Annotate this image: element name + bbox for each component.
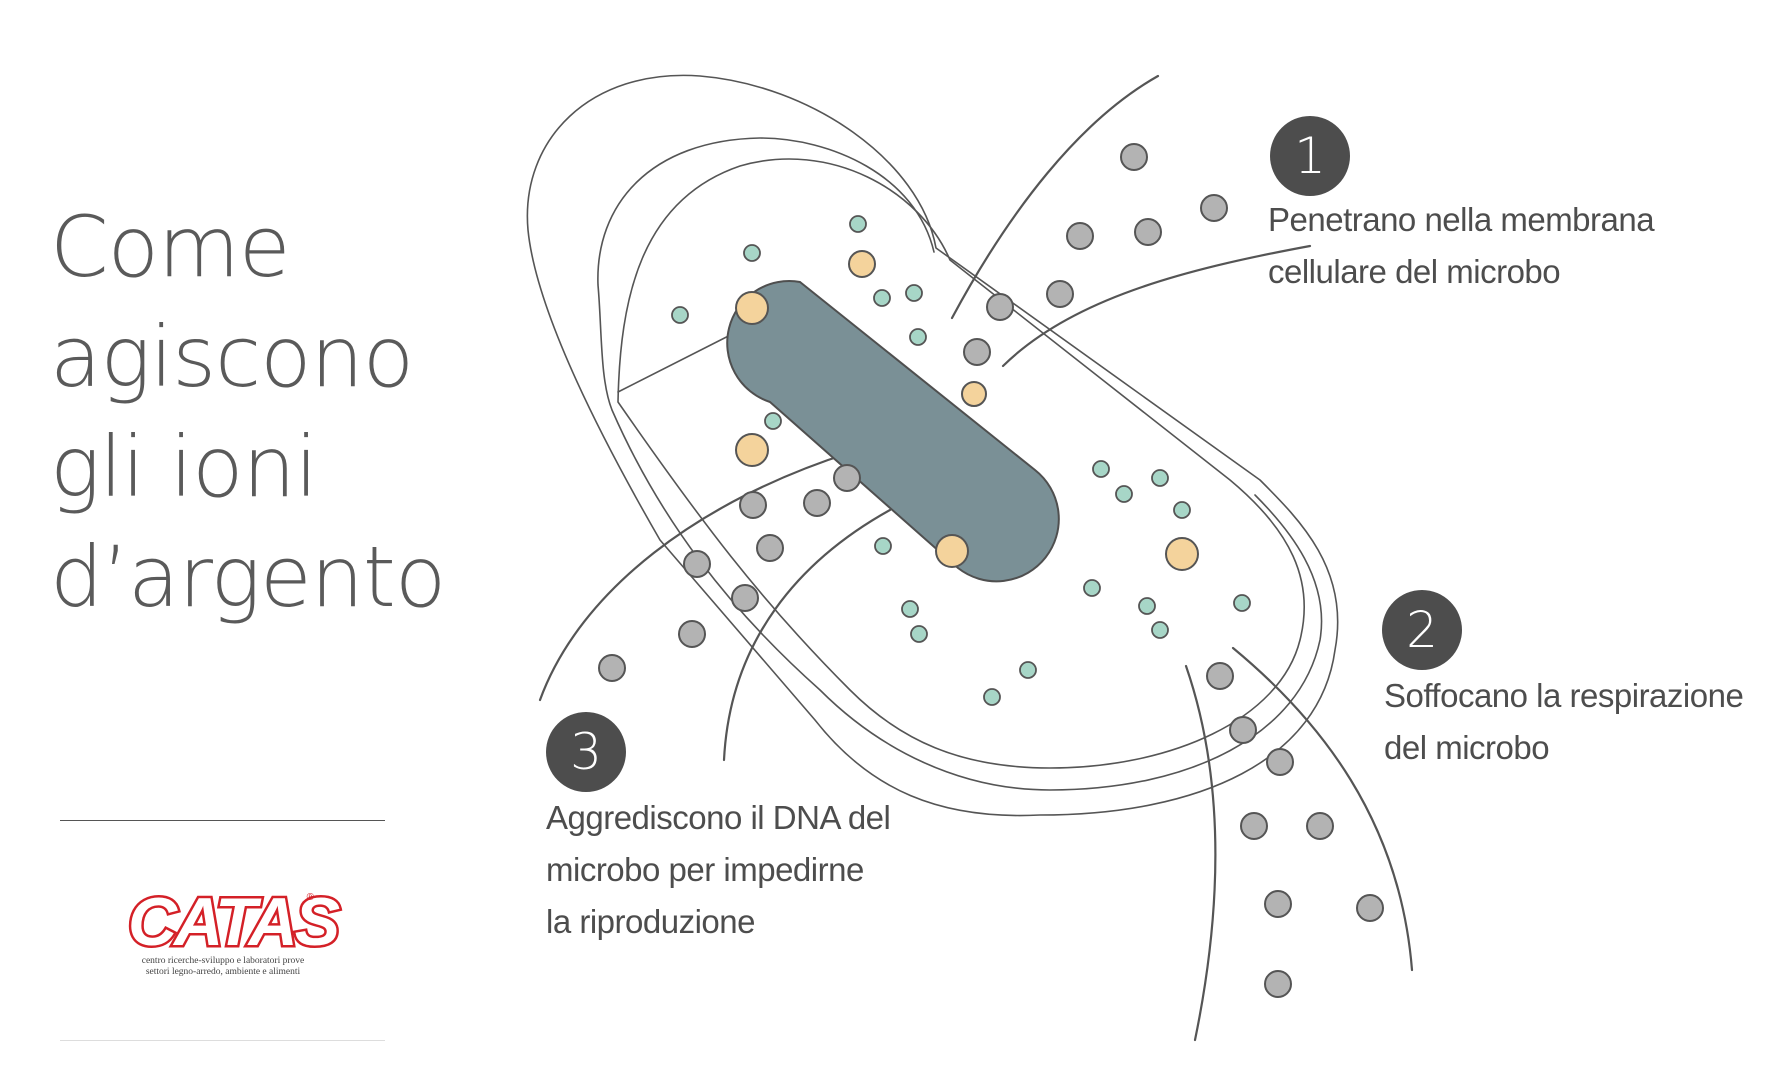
step-2-badge: 2 bbox=[1382, 590, 1462, 670]
silver-ion bbox=[678, 620, 706, 648]
trail-1a bbox=[950, 74, 1160, 320]
green-particle bbox=[743, 244, 761, 262]
step-2-caption-line: Soffocano la respirazione bbox=[1384, 677, 1744, 714]
trail-2b bbox=[1231, 646, 1414, 972]
green-particle bbox=[1083, 579, 1101, 597]
yellow-particle bbox=[735, 433, 769, 467]
silver-ions bbox=[598, 143, 1384, 998]
trail-1b bbox=[1001, 244, 1312, 368]
yellow-particle bbox=[1165, 537, 1199, 571]
silver-ion bbox=[1066, 222, 1094, 250]
green-particle bbox=[849, 215, 867, 233]
silver-ion bbox=[803, 489, 831, 517]
silver-ion bbox=[1206, 662, 1234, 690]
green-particle bbox=[905, 284, 923, 302]
silver-ion bbox=[1240, 812, 1268, 840]
silver-ion bbox=[683, 550, 711, 578]
title-line: d’argento bbox=[50, 528, 446, 626]
step-1-caption-line: Penetrano nella membrana bbox=[1268, 201, 1655, 238]
silver-ion bbox=[1306, 812, 1334, 840]
silver-ion bbox=[1134, 218, 1162, 246]
step-3-caption-line: la riproduzione bbox=[546, 903, 755, 940]
step-3-caption-line: microbo per impedirne bbox=[546, 851, 864, 888]
yellow-particle bbox=[848, 250, 876, 278]
green-particle bbox=[1115, 485, 1133, 503]
green-particle bbox=[1019, 661, 1037, 679]
cell-inner-membrane bbox=[617, 158, 1305, 769]
trail-3b bbox=[722, 508, 892, 762]
step-3-caption: Aggrediscono il DNA del microbo per impe… bbox=[546, 792, 891, 948]
green-particle bbox=[983, 688, 1001, 706]
silver-ion bbox=[1356, 894, 1384, 922]
silver-ion bbox=[963, 338, 991, 366]
silver-ion bbox=[1264, 890, 1292, 918]
cell-outer-wall bbox=[526, 74, 1339, 817]
silver-ion bbox=[833, 464, 861, 492]
particles bbox=[598, 143, 1384, 998]
green-particle bbox=[909, 328, 927, 346]
logo-tagline-line: settori legno-arredo, ambiente e aliment… bbox=[145, 967, 301, 977]
step-2-caption: Soffocano la respirazione del microbo bbox=[1384, 670, 1744, 774]
silver-ion bbox=[986, 293, 1014, 321]
green-particle bbox=[1151, 469, 1169, 487]
silver-ion bbox=[731, 584, 759, 612]
registered-mark: ® bbox=[306, 892, 314, 903]
green-particle bbox=[671, 306, 689, 324]
green-particle bbox=[1138, 597, 1156, 615]
divider-bottom bbox=[60, 1040, 385, 1041]
green-particles bbox=[671, 215, 1251, 706]
trail-2a bbox=[1184, 664, 1217, 1042]
logo-wordmark: CATAS bbox=[126, 884, 343, 960]
green-particle bbox=[1092, 460, 1110, 478]
ion-trails bbox=[538, 74, 1414, 1042]
silver-ion bbox=[1264, 970, 1292, 998]
cell-membrane bbox=[526, 74, 1339, 817]
silver-ion bbox=[598, 654, 626, 682]
title-line: agiscono bbox=[50, 308, 414, 406]
step-1-caption: Penetrano nella membrana cellulare del m… bbox=[1268, 194, 1655, 298]
silver-ion bbox=[1266, 748, 1294, 776]
green-particle bbox=[1151, 621, 1169, 639]
title-line: Come bbox=[50, 198, 291, 296]
yellow-particle bbox=[735, 291, 769, 325]
yellow-particles bbox=[735, 250, 1199, 571]
step-1-badge: 1 bbox=[1270, 116, 1350, 196]
page-title: Come agiscono gli ioni d’argento bbox=[50, 192, 446, 632]
green-particle bbox=[1173, 501, 1191, 519]
green-particle bbox=[901, 600, 919, 618]
silver-ion bbox=[1229, 716, 1257, 744]
step-3-caption-line: Aggrediscono il DNA del bbox=[546, 799, 891, 836]
green-particle bbox=[1233, 594, 1251, 612]
title-line: gli ioni bbox=[50, 418, 318, 516]
step-1-caption-line: cellulare del microbo bbox=[1268, 253, 1561, 290]
cell-wall-inner bbox=[597, 137, 1323, 791]
silver-ion bbox=[1046, 280, 1074, 308]
green-particle bbox=[910, 625, 928, 643]
divider-top bbox=[60, 820, 385, 821]
green-particle bbox=[873, 289, 891, 307]
step-3-badge: 3 bbox=[546, 712, 626, 792]
logo-tagline: centro ricerche-sviluppo e laboratori pr… bbox=[128, 956, 318, 978]
yellow-particle bbox=[935, 534, 969, 568]
silver-ion bbox=[1200, 194, 1228, 222]
silver-ion bbox=[739, 491, 767, 519]
catas-logo: CATAS ® centro ricerche-sviluppo e labor… bbox=[126, 884, 343, 978]
silver-ion bbox=[756, 534, 784, 562]
step-2-caption-line: del microbo bbox=[1384, 729, 1550, 766]
green-particle bbox=[874, 537, 892, 555]
green-particle bbox=[764, 412, 782, 430]
logo-tagline-line: centro ricerche-sviluppo e laboratori pr… bbox=[141, 956, 305, 966]
trail-3a bbox=[538, 450, 854, 702]
silver-ion bbox=[1120, 143, 1148, 171]
yellow-particle bbox=[961, 381, 987, 407]
